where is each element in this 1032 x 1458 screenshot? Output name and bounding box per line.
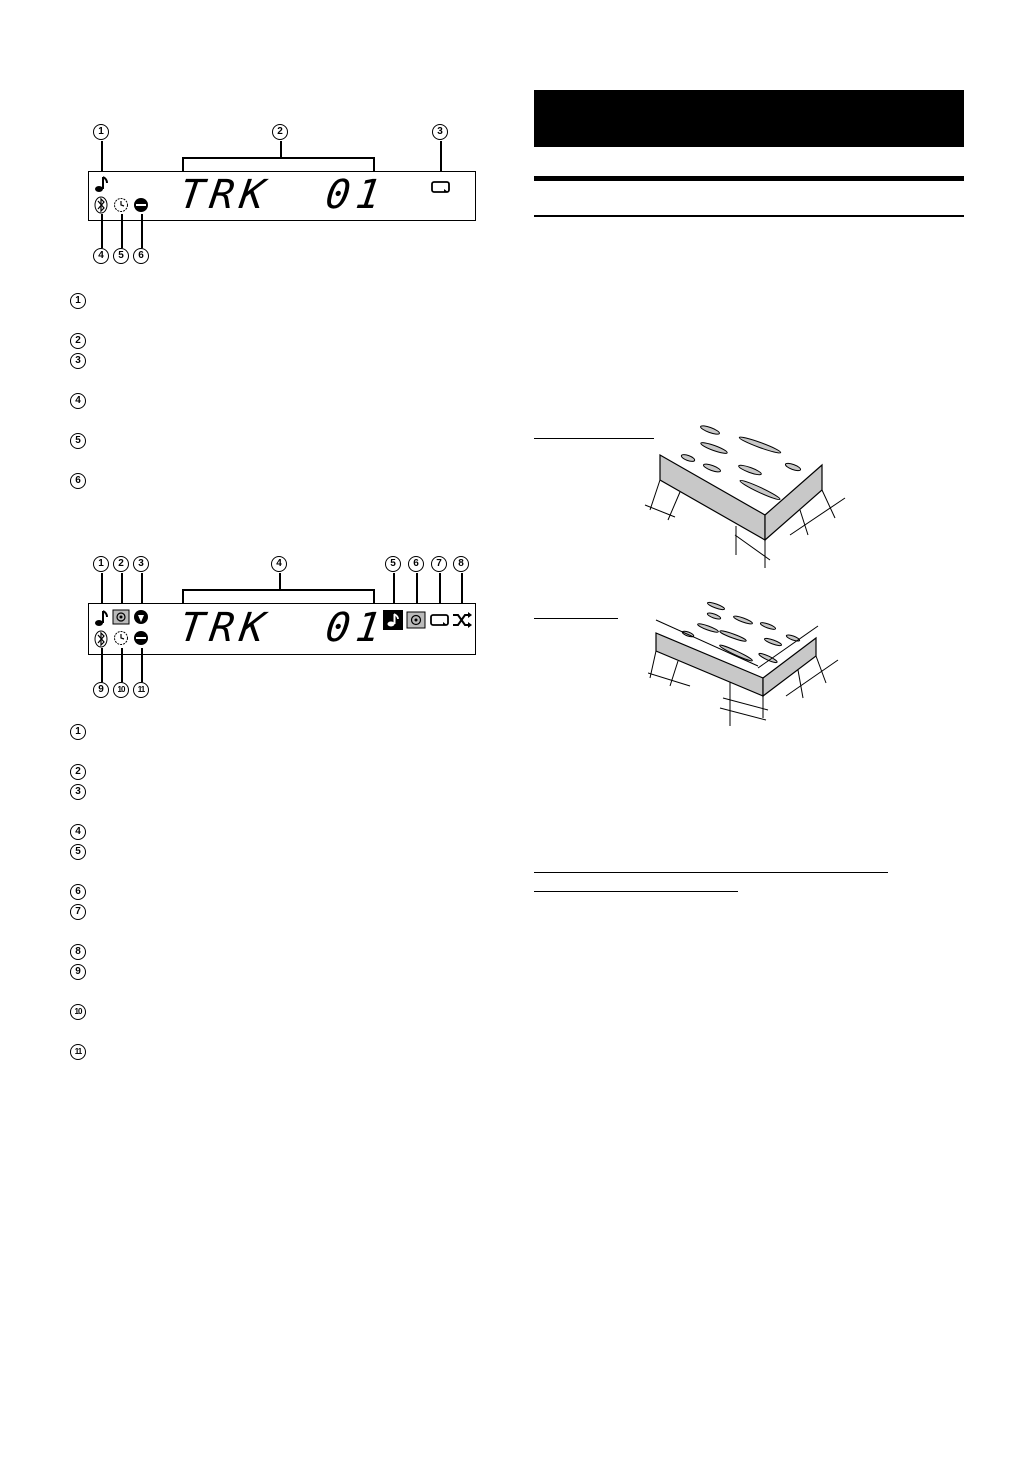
repeat-icon: [430, 614, 449, 626]
leader-line: [141, 573, 143, 609]
figure-label-underline: [534, 618, 618, 620]
leader-line: [461, 573, 463, 611]
phone-icon: [406, 611, 426, 629]
leader-line: [101, 214, 103, 248]
legend-marker: 9: [70, 964, 86, 980]
callout-2: 2: [272, 124, 288, 140]
disc-figure-2: [648, 601, 839, 726]
callout-8: 8: [453, 556, 469, 572]
heading-rule-thick: [534, 176, 964, 181]
shuffle-icon: [453, 612, 472, 628]
clock-icon: [114, 198, 128, 212]
leader-line: [121, 648, 123, 682]
callout-3: 3: [133, 556, 149, 572]
ipod-icon: [383, 610, 403, 630]
leader-line: [121, 573, 123, 609]
legend-marker: 6: [70, 473, 86, 489]
legend-marker: 3: [70, 784, 86, 800]
clock-icon: [114, 631, 128, 645]
legend-marker: 1: [70, 293, 86, 309]
bluetooth-icon: [94, 196, 108, 214]
phone-icon: [112, 609, 130, 625]
legend-marker: 10: [70, 1004, 86, 1020]
callout-2: 2: [113, 556, 129, 572]
disc-icon: [134, 198, 148, 212]
leader-line: [141, 214, 143, 248]
pin-icon: [134, 610, 148, 624]
bracket-line: [182, 589, 374, 591]
music-note-icon: [95, 176, 108, 192]
disc-figure-1: [644, 425, 846, 568]
legend-marker: 5: [70, 433, 86, 449]
leader-line: [279, 573, 281, 589]
leader-line: [440, 141, 442, 178]
legend-marker: 4: [70, 393, 86, 409]
leader-line: [121, 214, 123, 248]
callout-5: 5: [385, 556, 401, 572]
legend-marker: 2: [70, 333, 86, 349]
section-header-bar: [534, 90, 964, 147]
segment-text-left: TRK: [176, 605, 274, 651]
segment-text-right: 01: [322, 172, 390, 218]
callout-4: 4: [93, 248, 109, 264]
leader-line: [141, 648, 143, 682]
callout-10: 10: [113, 682, 129, 698]
legend-marker: 11: [70, 1044, 86, 1060]
leader-line: [439, 573, 441, 611]
legend-marker: 4: [70, 824, 86, 840]
leader-line: [393, 573, 395, 609]
segment-text-right: 01: [322, 605, 390, 651]
legend-marker: 8: [70, 944, 86, 960]
callout-1: 1: [93, 124, 109, 140]
bluetooth-icon: [94, 630, 108, 648]
callout-1: 1: [93, 556, 109, 572]
heading-rule-thin: [534, 215, 964, 217]
legend-marker: 7: [70, 904, 86, 920]
callout-9: 9: [93, 682, 109, 698]
callout-6: 6: [408, 556, 424, 572]
segment-text-left: TRK: [176, 172, 274, 218]
callout-3: 3: [432, 124, 448, 140]
callout-11: 11: [133, 682, 149, 698]
link-underline: [534, 891, 738, 893]
leader-line: [101, 648, 103, 682]
legend-marker: 5: [70, 844, 86, 860]
music-note-icon: [95, 610, 108, 626]
figure-label-underline: [534, 438, 654, 440]
callout-4: 4: [271, 556, 287, 572]
legend-marker: 6: [70, 884, 86, 900]
leader-line: [416, 573, 418, 609]
callout-7: 7: [431, 556, 447, 572]
leader-line: [101, 573, 103, 609]
leader-line: [280, 141, 282, 157]
lcd-panel-1: [88, 171, 476, 221]
legend-marker: 1: [70, 724, 86, 740]
legend-marker: 2: [70, 764, 86, 780]
callout-5: 5: [113, 248, 129, 264]
repeat-icon: [431, 181, 450, 193]
callout-6: 6: [133, 248, 149, 264]
bracket-line: [182, 157, 374, 159]
disc-icon: [134, 631, 148, 645]
link-underline: [534, 872, 888, 874]
bracket-end: [373, 589, 375, 603]
bracket-end: [182, 157, 184, 171]
legend-marker: 3: [70, 353, 86, 369]
bracket-end: [373, 157, 375, 171]
bracket-end: [182, 589, 184, 603]
leader-line: [101, 141, 103, 175]
